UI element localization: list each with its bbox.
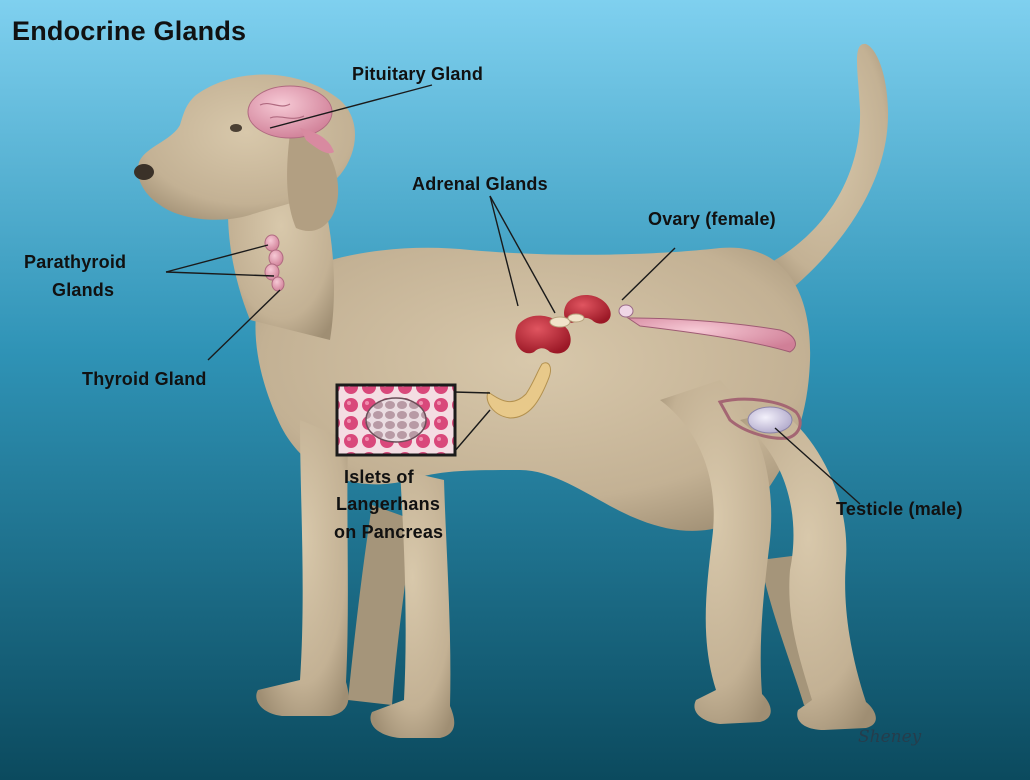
label-parathyroid-line1: Parathyroid	[24, 252, 126, 272]
islets-inset	[337, 385, 455, 455]
label-islets-line3: on Pancreas	[334, 522, 443, 542]
label-islets-line2: Langerhans	[336, 494, 440, 514]
label-pituitary: Pituitary Gland	[352, 64, 483, 84]
artist-signature: Sheney	[858, 727, 922, 747]
label-adrenal: Adrenal Glands	[412, 174, 548, 194]
label-testicle: Testicle (male)	[836, 499, 963, 519]
diagram-title: Endocrine Glands	[12, 16, 246, 46]
label-thyroid: Thyroid Gland	[82, 369, 207, 389]
label-ovary: Ovary (female)	[648, 209, 776, 229]
label-parathyroid-line2: Glands	[52, 280, 114, 300]
label-islets-line1: Islets of	[344, 467, 415, 487]
